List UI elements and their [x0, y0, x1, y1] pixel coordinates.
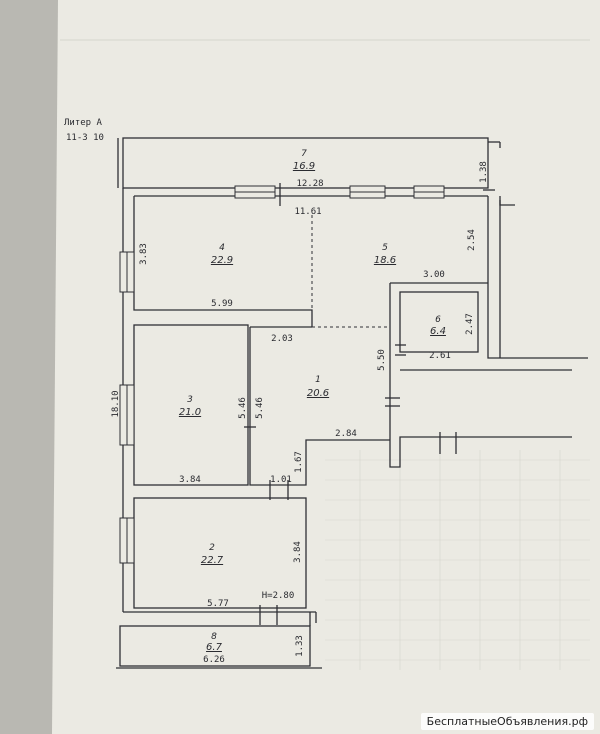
dim-12-28: 12.28: [296, 179, 323, 189]
dim-1-67: 1.67: [294, 451, 304, 473]
dim-3-84-right: 3.84: [293, 541, 303, 563]
room-6-area: 6.4: [430, 326, 446, 337]
dim-2-03: 2.03: [271, 334, 293, 344]
dim-2-54: 2.54: [467, 229, 477, 251]
paper-sheet: [52, 0, 600, 734]
room-7-area: 16.9: [293, 161, 315, 172]
litera-sub: 11-3 10: [66, 133, 104, 143]
room-2-number: 2: [209, 543, 215, 553]
grid-lines: [325, 450, 590, 670]
room-4-number: 4: [219, 243, 225, 253]
dim-3-83: 3.83: [139, 243, 149, 265]
dim-6-26: 6.26: [203, 655, 225, 665]
room-2-area: 22.7: [201, 555, 224, 566]
dim-1-01: 1.01: [270, 475, 292, 485]
room-8-number: 8: [211, 632, 217, 642]
room-1-area: 20.6: [307, 388, 329, 399]
dim-2-47: 2.47: [465, 313, 475, 335]
litera-label: Литер А: [64, 118, 103, 128]
dim-2-61: 2.61: [429, 351, 451, 361]
room-1-number: 1: [315, 375, 321, 385]
room-5-area: 18.6: [374, 255, 396, 266]
dim-5-77: 5.77: [207, 599, 229, 609]
dim-3-84-top: 3.84: [179, 475, 201, 485]
door-marks: [244, 183, 495, 625]
dim-18-10: 18.10: [111, 390, 121, 417]
dim-1-38: 1.38: [479, 161, 489, 183]
dim-11-61: 11.61: [294, 207, 321, 217]
dim-5-50: 5.50: [377, 349, 387, 371]
dim-1-33: 1.33: [295, 635, 305, 657]
room-6-number: 6: [435, 315, 441, 325]
room-7-number: 7: [301, 149, 307, 159]
room-3-area: 21.0: [179, 407, 201, 418]
room-5-number: 5: [382, 243, 388, 253]
dim-3-00: 3.00: [423, 270, 445, 280]
room-3-number: 3: [187, 395, 193, 405]
dim-5-99: 5.99: [211, 299, 233, 309]
height-note: H=2.80: [262, 591, 295, 601]
room-4-area: 22.9: [211, 255, 233, 266]
dim-2-84: 2.84: [335, 429, 357, 439]
dashed-partitions: [311, 215, 390, 328]
windows: [119, 185, 445, 564]
dim-5-46-right: 5.46: [255, 397, 265, 419]
watermark: БесплатныеОбъявления.рф: [420, 713, 594, 730]
dim-5-46-left: 5.46: [238, 397, 248, 419]
room-8-area: 6.7: [206, 642, 223, 653]
